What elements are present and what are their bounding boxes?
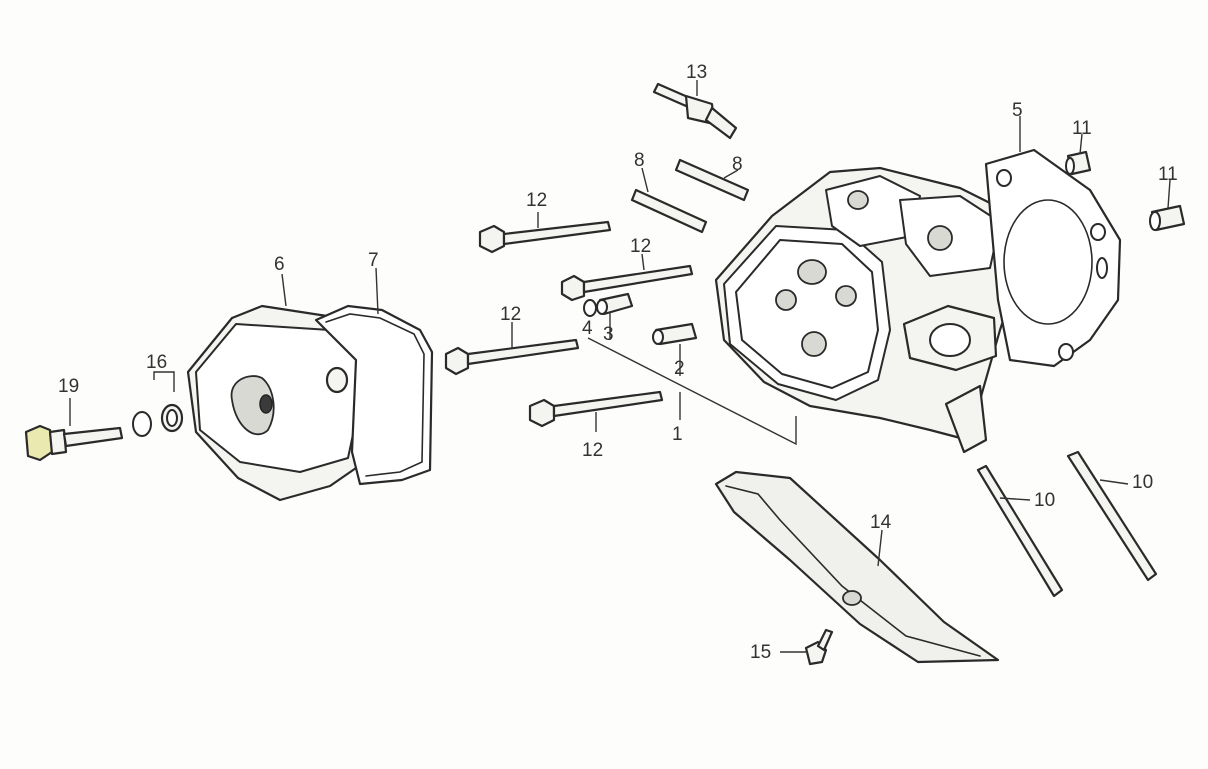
part-11-dowel-b: [1149, 204, 1186, 232]
callout-12a: 12: [526, 190, 547, 211]
part-7-gasket: [314, 304, 434, 486]
leader-lines: [69, 80, 1171, 653]
part-12-bolt-d: [528, 390, 664, 428]
callout-5: 5: [1012, 100, 1023, 121]
part-5-head-gasket: [984, 148, 1122, 368]
part-12-bolt-a: [478, 220, 612, 254]
callout-10b: 10: [1132, 472, 1153, 493]
callout-16: 16: [146, 352, 167, 373]
callout-13: 13: [686, 62, 707, 83]
part-4-dowel: [583, 299, 597, 317]
part-8-stud-a: [630, 188, 708, 234]
callout-1: 1: [672, 424, 683, 445]
callout-10a: 10: [1034, 490, 1055, 511]
callout-12d: 12: [582, 440, 603, 461]
part-15-bolt: [804, 628, 834, 666]
part-14-deflector: [714, 470, 1000, 664]
part-10-stud-b: [1066, 450, 1158, 582]
part-2-dowel: [652, 322, 698, 346]
part-8-stud-b: [674, 158, 750, 202]
part-13-spark-plug: [652, 82, 738, 140]
callout-4: 4: [582, 318, 593, 339]
callout-8b: 8: [732, 154, 743, 175]
part-1-cylinder-head: [714, 166, 1026, 454]
callout-8a: 8: [634, 150, 645, 171]
callout-7: 7: [368, 250, 379, 271]
callout-14: 14: [870, 512, 892, 533]
callout-12c: 12: [500, 304, 521, 325]
callout-3: 3: [603, 324, 614, 345]
part-11-dowel-a: [1065, 150, 1092, 176]
callout-6: 6: [274, 254, 285, 275]
part-12-bolt-b: [560, 264, 694, 302]
callout-19: 19: [58, 376, 79, 397]
part-19-bolt: [24, 424, 124, 462]
part-3-dowel: [596, 292, 634, 316]
part-10-stud-a: [976, 464, 1064, 598]
callout-2: 2: [674, 358, 685, 379]
callout-labels: 1 2 3 4 5 6 7 8 8 10 10 11 11 12 12 12 1…: [58, 62, 1178, 663]
callout-12b: 12: [630, 236, 651, 257]
part-12-bolt-c: [444, 338, 580, 376]
callout-15: 15: [750, 642, 771, 663]
callout-11b: 11: [1158, 164, 1178, 185]
part-16-washer: [132, 403, 184, 437]
callout-11a: 11: [1072, 118, 1092, 139]
